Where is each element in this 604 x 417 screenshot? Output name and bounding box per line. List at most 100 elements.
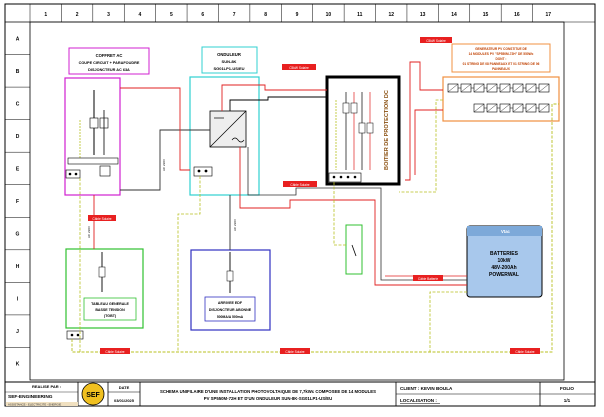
folio-label: FOLIO	[560, 386, 574, 391]
company-sub: ASSISTANCE - ELECTRICITE - ENERGIE	[8, 402, 61, 406]
row-label: F	[16, 199, 19, 205]
cable-tag-3: Câble Solaire	[290, 183, 309, 187]
battery-breaker-box	[345, 224, 363, 275]
row-label: G	[16, 232, 20, 238]
boitier-dc-terminal-block	[328, 172, 362, 183]
column-label: 9	[296, 12, 299, 18]
earth-wire-pv	[399, 99, 443, 193]
battery-line1: BATTERIES	[490, 251, 519, 257]
tableau-box	[65, 248, 144, 329]
cable-tags: C5kW Solaire C5kW Solaire Câble Solaire …	[88, 37, 540, 354]
wire-label-1: AC 230V	[162, 159, 166, 171]
earth-wire-boitier	[333, 182, 346, 246]
coffret-ac-line1: COFFRET AC	[96, 53, 123, 58]
dc-wire-boitier-to-inverter	[221, 84, 327, 111]
onduleur-box	[189, 76, 260, 196]
ac-wire-coffret-red	[120, 87, 190, 171]
dc-wire-battery	[239, 147, 467, 286]
ac-wire-inverter-to-coffret	[120, 129, 210, 191]
battery-breaker-switch	[351, 244, 357, 257]
schema-title-2: PV SP550M-72H ET D'UN ONDULEUR SUN-8K-SG…	[204, 396, 333, 401]
earth-wire-battery	[429, 291, 467, 352]
row-label: E	[16, 166, 20, 172]
pv-string-2	[473, 103, 550, 113]
folio-value: 1/1	[564, 398, 571, 403]
boitier-dc-fuses	[335, 92, 374, 170]
inverter-ac-mark	[231, 137, 245, 143]
company-sub-strip	[6, 402, 78, 406]
column-label: 15	[483, 12, 489, 18]
arrivee-line3: 500MA/A 500mA	[217, 315, 244, 319]
coffret-terminal-block	[65, 169, 81, 179]
client-label: CLIENT : KEVIN BOULA	[400, 386, 453, 391]
coffret-ac-line3: DISJONCTEUR AC 63A	[88, 68, 130, 72]
column-label: 3	[107, 12, 110, 18]
column-label: 11	[357, 12, 363, 18]
localisation-label: LOCALISATION :	[400, 398, 437, 403]
cable-tag-6: Câble Solaire	[105, 350, 124, 354]
coffret-ac-line2: COUPE CIRCUIT + PARAFOUDRE	[79, 61, 140, 65]
row-label: I	[17, 297, 19, 303]
tableau-breaker	[98, 266, 106, 278]
coffret-breaker-1	[89, 117, 99, 129]
dc-wire-battery-neg	[247, 147, 467, 281]
arrivee-line1: ARRIVEE EDF	[218, 301, 243, 305]
row-label: J	[16, 329, 19, 335]
cable-tag-5: Câble Batterie	[418, 277, 438, 281]
row-label: B	[16, 69, 20, 75]
earth-wire-bus	[71, 103, 559, 353]
row-label: H	[16, 264, 20, 270]
column-label: 5	[170, 12, 173, 18]
column-label: 13	[420, 12, 426, 18]
coffret-ac-label-box	[68, 47, 150, 75]
wire-label-3: AC 230V	[87, 226, 91, 238]
column-label: 2	[76, 12, 79, 18]
battery-line4: POWERWAL	[489, 272, 519, 278]
coffret-ac-box	[64, 77, 121, 196]
row-label: A	[16, 36, 20, 42]
column-label: 16	[514, 12, 520, 18]
realise-label: REALISE PAR :	[32, 384, 61, 389]
onduleur-terminal-block	[193, 166, 213, 177]
pv-string-1	[447, 83, 550, 93]
column-label: 7	[233, 12, 236, 18]
battery-line2: 10kW	[497, 258, 510, 264]
company-logo-text: SEF	[86, 392, 100, 399]
arrivee-breaker	[226, 270, 234, 282]
cable-tag-7: Câble Solaire	[285, 350, 304, 354]
arrivee-box	[190, 249, 271, 331]
cable-tag-2: C5kW Solaire	[289, 66, 309, 70]
onduleur-line3: SG01LP1-US/EU	[213, 66, 244, 71]
column-label: 17	[546, 12, 552, 18]
generator-line2: 14 MODULES PV "SP550M-72H" DE 550Wc	[469, 52, 534, 56]
wiring	[71, 61, 559, 353]
date-value: 03/01/2025	[114, 398, 135, 403]
company-name: SEF-ENGINEERING	[8, 394, 53, 400]
tableau-line3: (TGBT)	[104, 314, 117, 318]
boitier-dc-label: BOITIER DE PROTECTION DC	[384, 90, 390, 170]
date-label: DATE	[119, 385, 130, 390]
battery-top-strip	[467, 226, 542, 236]
row-label: K	[16, 362, 20, 368]
coffret-busbar	[67, 157, 119, 165]
column-label: 4	[139, 12, 142, 18]
pv-generator-box	[442, 76, 560, 122]
onduleur-line1: ONDULEUR	[217, 52, 241, 57]
tableau-terminal-block	[66, 330, 84, 340]
arrivee-line2: DISJONCTEUR ABONNE	[209, 308, 252, 312]
tableau-line2: BASSE TENSION	[95, 308, 125, 312]
column-label: 14	[451, 12, 457, 18]
coffret-terminal	[99, 165, 111, 177]
column-label: 10	[326, 12, 332, 18]
dc-wire-pv-to-boitier-1	[405, 61, 443, 181]
column-label: 12	[388, 12, 394, 18]
cable-tag-8: Câble Solaire	[515, 350, 534, 354]
cable-tag-4: Câble Solaire	[92, 217, 111, 221]
title-block	[5, 381, 595, 406]
generator-line4: 01 STRING DE 08 PANNEAUX ET 01 STRING DE…	[463, 62, 540, 66]
tableau-line1: TABLEAU GENERALE	[91, 302, 129, 306]
wire-label-2: AC 230V	[233, 219, 237, 231]
